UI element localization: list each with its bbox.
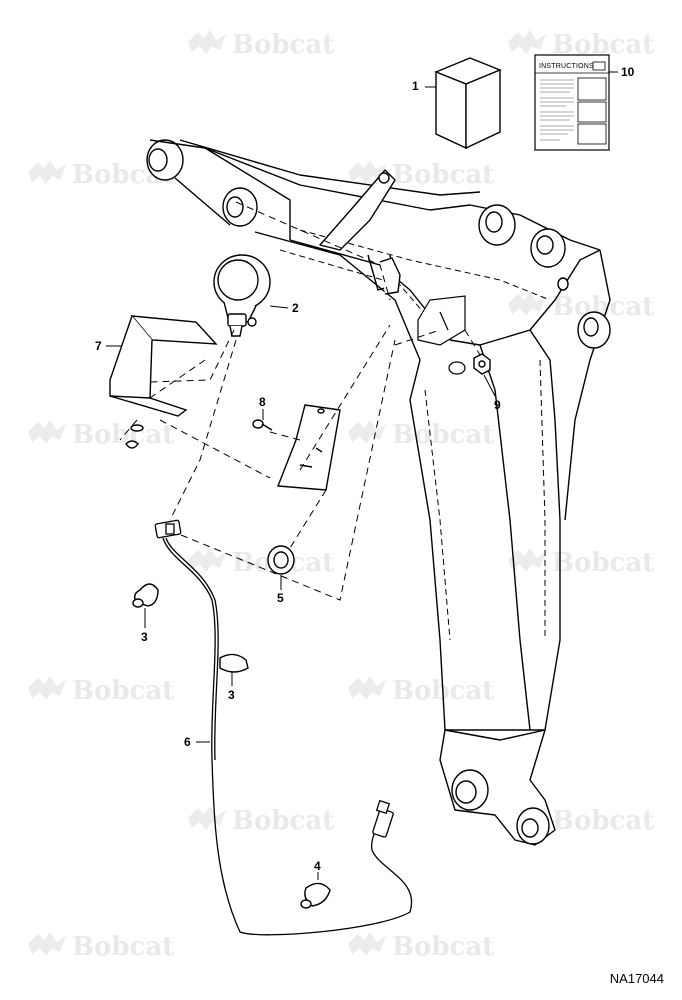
callout-7: 7	[95, 339, 102, 353]
watermark-text: Bobcat	[552, 806, 655, 836]
part-8-bolt	[252, 419, 273, 431]
callout-leaders	[106, 71, 618, 880]
callout-4: 4	[314, 859, 321, 873]
part-2-work-light	[213, 254, 271, 337]
callout-2: 2	[292, 301, 299, 315]
watermark-text: Bobcat	[72, 420, 175, 450]
watermark-text: Bobcat	[72, 676, 175, 706]
callout-8: 8	[259, 395, 266, 409]
part-4-clip	[300, 882, 331, 909]
watermark-logos	[28, 30, 546, 956]
callout-1: 1	[412, 79, 419, 93]
watermark-text: Bobcat	[232, 30, 335, 60]
watermark-text: Bobcat	[552, 548, 655, 578]
part-5-grommet	[267, 545, 295, 575]
watermark-text: Bobcat	[392, 420, 495, 450]
watermark-text: Bobcat	[392, 932, 495, 962]
part-9-nut	[473, 353, 491, 375]
callout-9: 9	[494, 398, 501, 412]
callout-6: 6	[184, 735, 191, 749]
part-3-clip-lower	[219, 653, 249, 673]
part-10-instructions-sheet	[534, 54, 610, 151]
instructions-sheet-title: INSTRUCTIONS	[539, 63, 594, 70]
part-3-clip-upper	[132, 583, 159, 608]
callout-10: 10	[621, 65, 635, 79]
assembly-leader-lines	[119, 201, 481, 601]
part-7-guard-bracket	[109, 315, 218, 449]
harness-connector-lower	[372, 799, 394, 838]
callout-3-lower: 3	[228, 688, 235, 702]
callout-5: 5	[277, 591, 284, 605]
part-1-box	[434, 57, 502, 150]
part-6-wire-harness	[162, 537, 413, 936]
callout-3-upper: 3	[141, 630, 148, 644]
watermark-text: Bobcat	[232, 806, 335, 836]
mounting-plate	[277, 404, 341, 491]
harness-connector-upper	[154, 519, 182, 539]
watermark-text: Bobcat	[72, 932, 175, 962]
excavator-arm	[146, 139, 611, 846]
light-bracket	[417, 295, 466, 375]
figure-id: NA17044	[609, 971, 664, 986]
watermark-text: Bobcat	[392, 160, 495, 190]
